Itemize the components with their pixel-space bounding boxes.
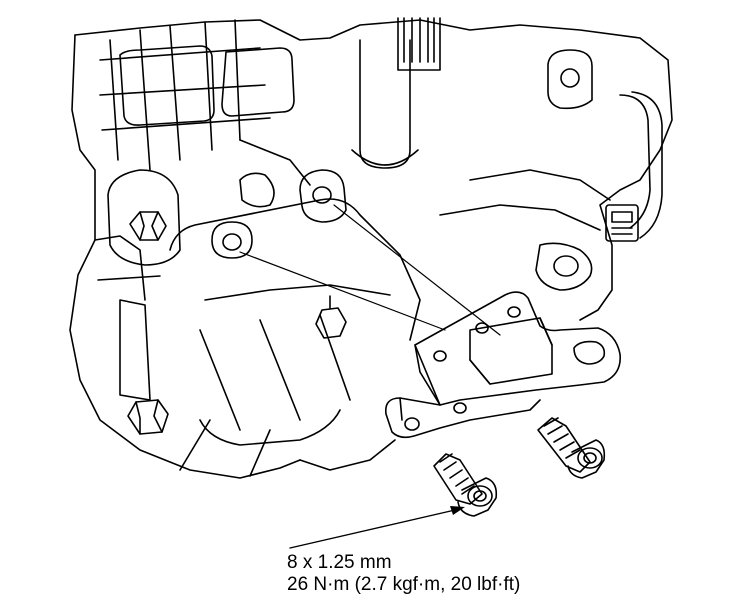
callout-arrowhead xyxy=(450,506,465,515)
flange-bolt xyxy=(537,417,606,479)
transmission-housing xyxy=(69,17,673,479)
small-bolt-center xyxy=(315,295,347,339)
hex-bolt xyxy=(107,169,181,266)
bolt-size-label: 8 x 1.25 mm xyxy=(287,552,392,573)
flange-bolt-lower xyxy=(433,453,498,517)
mounting-bracket xyxy=(384,291,621,439)
alignment-line-2 xyxy=(239,251,446,331)
mounting-boss-left xyxy=(211,221,253,259)
torque-spec-label: 26 N·m (2.7 kgf·m, 20 lbf·ft) xyxy=(287,574,521,595)
mounting-boss-upper xyxy=(299,169,347,223)
alignment-line xyxy=(333,204,501,336)
hex-bolt-lower xyxy=(127,399,169,435)
callout-leader-line xyxy=(289,509,456,549)
